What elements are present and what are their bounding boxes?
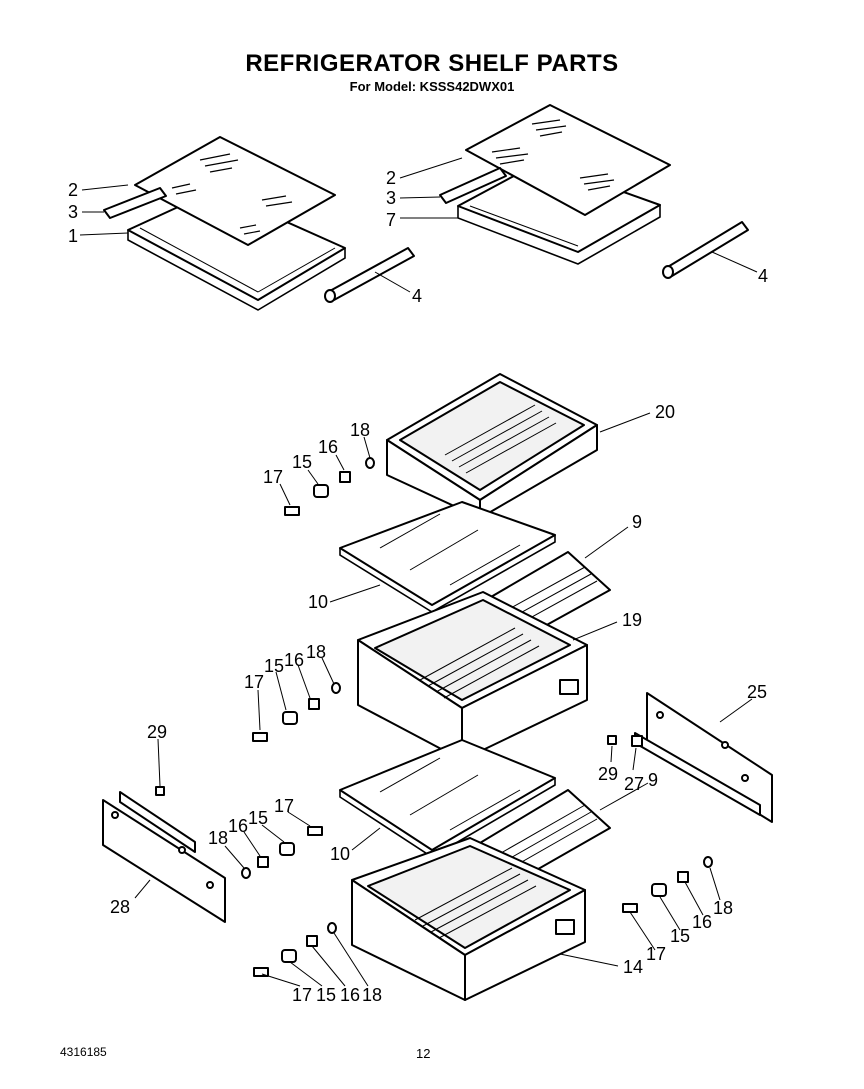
callout-17: 17 [263,467,283,487]
callout-10: 10 [330,844,350,864]
callout-10: 10 [308,592,328,612]
callout-16: 16 [340,985,360,1005]
callout-18: 18 [713,898,733,918]
callout-labels: 2 3 1 4 2 3 7 4 20 18 16 15 17 9 10 19 1… [68,168,768,1005]
callout-9: 9 [648,770,658,790]
callout-18: 18 [362,985,382,1005]
callout-2: 2 [386,168,396,188]
callout-19: 19 [622,610,642,630]
page-number: 12 [416,1046,431,1061]
callout-2: 2 [68,180,78,200]
callout-4: 4 [758,266,768,286]
callout-18: 18 [306,642,326,662]
side-bracket-left [102,791,226,923]
callout-7: 7 [386,210,396,230]
callout-17: 17 [274,796,294,816]
callout-15: 15 [670,926,690,946]
callout-18: 18 [350,420,370,440]
callout-15: 15 [316,985,336,1005]
callout-28: 28 [110,897,130,917]
hardware-set-e [253,922,337,977]
callout-27: 27 [624,774,644,794]
callout-17: 17 [244,672,264,692]
callout-16: 16 [284,650,304,670]
callout-18: 18 [208,828,228,848]
callout-1: 1 [68,226,78,246]
callout-17: 17 [646,944,666,964]
hardware-set-a [284,457,375,516]
shelf-trim [103,187,167,219]
part-code: 4316185 [60,1045,107,1059]
shelf-end-cap-right [665,221,749,277]
shelf-assembly-left [103,136,415,311]
callout-15: 15 [248,808,268,828]
callout-20: 20 [655,402,675,422]
glass-shelf-right [465,104,671,216]
callout-16: 16 [228,816,248,836]
leader-lines [79,157,758,987]
model-subtitle: For Model: KSSS42DWX01 [349,79,515,94]
shelf-trim-right [439,167,507,204]
callout-25: 25 [747,682,767,702]
crisper-pan-upper [386,373,598,519]
callout-4: 4 [412,286,422,306]
shelf-assembly-right [439,104,749,279]
callout-29: 29 [598,764,618,784]
hardware-set-b [252,682,341,742]
callout-3: 3 [386,188,396,208]
callout-3: 3 [68,202,78,222]
side-bracket-right [634,692,773,823]
callout-17: 17 [292,985,312,1005]
shelf-end-cap [327,247,415,301]
crisper-pan-lower [351,837,586,1001]
crisper-pan-middle [357,591,588,761]
callout-29: 29 [147,722,167,742]
callout-9: 9 [632,512,642,532]
callout-14: 14 [623,957,643,977]
callout-15: 15 [292,452,312,472]
hardware-set-d [607,735,713,913]
callout-16: 16 [692,912,712,932]
callout-16: 16 [318,437,338,457]
page-title: REFRIGERATOR SHELF PARTS [245,50,619,77]
hardware-set-c [155,786,323,879]
callout-15: 15 [264,656,284,676]
glass-shelf [134,136,336,246]
